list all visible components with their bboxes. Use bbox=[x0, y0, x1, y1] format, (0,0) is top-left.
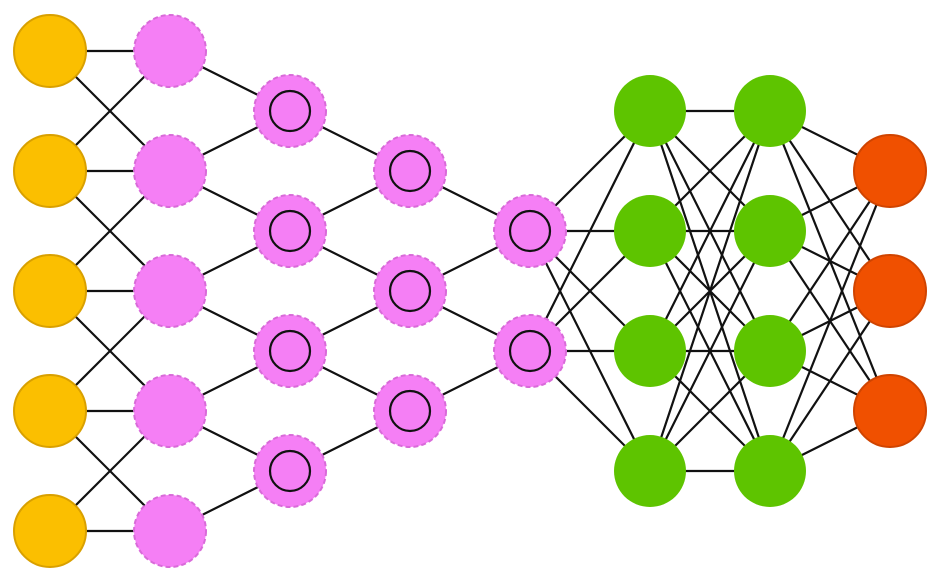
hidden-node bbox=[133, 14, 207, 88]
node-inner-ring bbox=[388, 149, 432, 193]
node-inner-ring bbox=[268, 449, 312, 493]
connection-edge bbox=[768, 170, 892, 472]
dense-node bbox=[734, 435, 806, 507]
hidden-node bbox=[373, 134, 447, 208]
nodes-group bbox=[13, 14, 927, 568]
hidden-node bbox=[253, 74, 327, 148]
connection-edge bbox=[648, 110, 772, 472]
hidden-node bbox=[253, 314, 327, 388]
hidden-node bbox=[133, 254, 207, 328]
connection-edge bbox=[649, 110, 771, 352]
hidden-node bbox=[253, 434, 327, 508]
dense-node bbox=[614, 435, 686, 507]
input-node bbox=[13, 14, 87, 88]
hidden-node bbox=[133, 494, 207, 568]
dense-node bbox=[614, 315, 686, 387]
connection-edge bbox=[529, 110, 651, 352]
dense-node bbox=[734, 195, 806, 267]
hidden-node bbox=[493, 314, 567, 388]
input-node bbox=[13, 374, 87, 448]
node-inner-ring bbox=[388, 389, 432, 433]
dense-node bbox=[734, 315, 806, 387]
hidden-node bbox=[253, 194, 327, 268]
input-node bbox=[13, 254, 87, 328]
output-node bbox=[853, 374, 927, 448]
dense-node bbox=[614, 195, 686, 267]
node-inner-ring bbox=[508, 209, 552, 253]
node-inner-ring bbox=[388, 269, 432, 313]
hidden-node bbox=[493, 194, 567, 268]
node-inner-ring bbox=[508, 329, 552, 373]
hidden-node bbox=[133, 374, 207, 448]
dense-node bbox=[734, 75, 806, 147]
hidden-node bbox=[133, 134, 207, 208]
input-node bbox=[13, 134, 87, 208]
node-inner-ring bbox=[268, 209, 312, 253]
connection-edge bbox=[649, 230, 771, 472]
node-inner-ring bbox=[268, 329, 312, 373]
dense-node bbox=[614, 75, 686, 147]
hidden-node bbox=[373, 254, 447, 328]
node-inner-ring bbox=[268, 89, 312, 133]
hidden-node bbox=[373, 374, 447, 448]
output-node bbox=[853, 254, 927, 328]
input-node bbox=[13, 494, 87, 568]
output-node bbox=[853, 134, 927, 208]
